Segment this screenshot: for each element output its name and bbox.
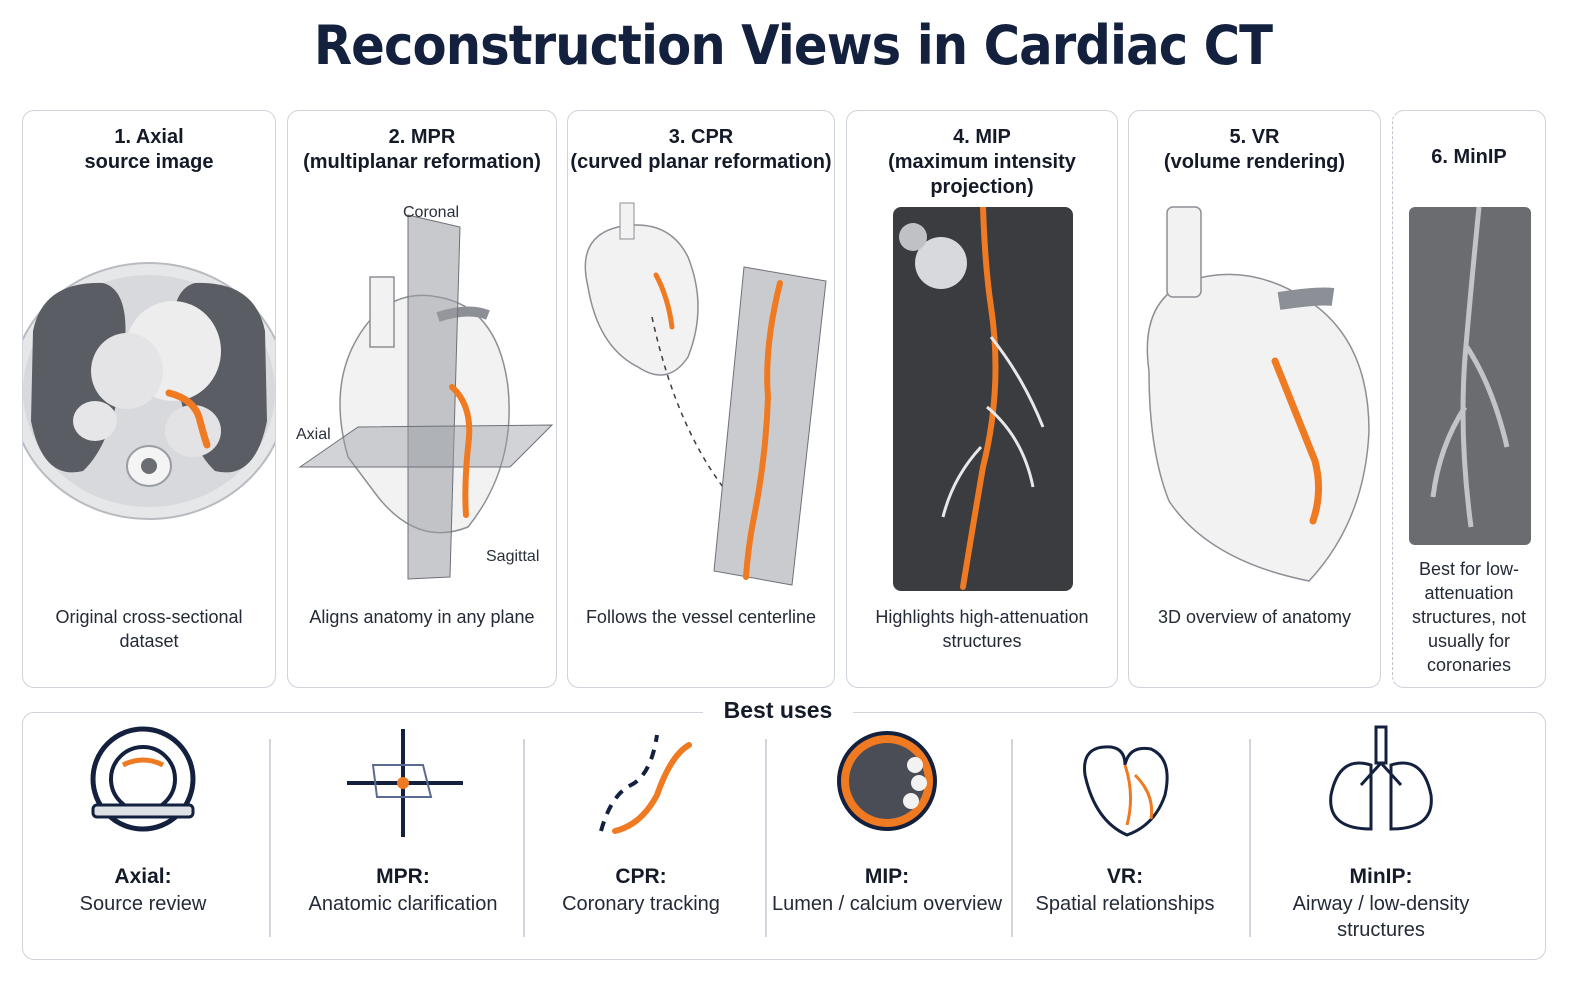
best-use-name: VR: bbox=[1106, 865, 1144, 888]
panel-title-line2: (multiplanar reformation) bbox=[303, 151, 541, 173]
panel-title: 6. MinIP bbox=[1393, 145, 1545, 170]
best-use-cpr: CPR: Coronary tracking bbox=[521, 725, 761, 955]
heart-icon bbox=[1083, 745, 1169, 837]
best-use-description: Anatomic clarification bbox=[308, 893, 498, 915]
panel-mip: 4. MIP (maximum intensity projection) Hi… bbox=[846, 110, 1118, 688]
best-use-description: Airway / low-density structures bbox=[1292, 893, 1470, 941]
panel-title: 2. MPR (multiplanar reformation) bbox=[288, 125, 556, 175]
panel-description: Aligns anatomy in any plane bbox=[309, 607, 535, 627]
panel-vr: 5. VR (volume rendering) 3D overview of … bbox=[1128, 110, 1381, 688]
best-use-description: Coronary tracking bbox=[562, 893, 720, 915]
panel-description: Highlights high-attenuation structures bbox=[875, 607, 1089, 651]
panel-title-line1: 1. Axial bbox=[114, 126, 184, 148]
panel-title-line2: (curved planar reformation) bbox=[570, 151, 832, 173]
vr-heart-illustration bbox=[1146, 206, 1370, 582]
crosshair-plane-icon bbox=[347, 729, 463, 837]
divider bbox=[269, 739, 271, 937]
panel-title-line1: 5. VR bbox=[1229, 126, 1280, 148]
best-use-description: Lumen / calcium overview bbox=[771, 893, 1003, 915]
best-uses-title: Best uses bbox=[703, 697, 853, 724]
panel-title: 5. VR (volume rendering) bbox=[1129, 125, 1380, 175]
best-use-description: Spatial relationships bbox=[1035, 893, 1215, 915]
best-use-axial: Axial: Source review bbox=[23, 725, 263, 955]
panel-title-line2: (maximum intensity projection) bbox=[888, 151, 1076, 198]
divider bbox=[1011, 739, 1013, 937]
mpr-label-sagittal: Sagittal bbox=[486, 548, 539, 565]
mpr-label-axial: Axial bbox=[296, 426, 331, 443]
panel-title-line1: 6. MinIP bbox=[1431, 146, 1507, 168]
best-use-description: Source review bbox=[79, 893, 207, 915]
panel-title: 4. MIP (maximum intensity projection) bbox=[847, 125, 1117, 200]
best-use-name: Axial: bbox=[114, 865, 172, 888]
panel-description: 3D overview of anatomy bbox=[1157, 607, 1352, 627]
best-use-name: MPR: bbox=[376, 865, 430, 888]
mpr-planes-illustration: Coronal Axial Sagittal bbox=[296, 204, 554, 580]
panel-title-line1: 2. MPR bbox=[388, 126, 456, 148]
cpr-illustration bbox=[584, 202, 827, 586]
panel-description: Original cross-sectional dataset bbox=[55, 607, 243, 651]
panel-title-line2: source image bbox=[84, 151, 214, 173]
panel-title-line2: (volume rendering) bbox=[1163, 151, 1346, 173]
divider bbox=[765, 739, 767, 937]
ct-scanner-icon bbox=[90, 726, 196, 832]
panel-mpr: 2. MPR (multiplanar reformation) Coronal… bbox=[287, 110, 557, 688]
best-use-mip: MIP: Lumen / calcium overview bbox=[767, 725, 1007, 955]
best-use-mpr: MPR: Anatomic clarification bbox=[283, 725, 523, 955]
calcified-lumen-icon bbox=[837, 731, 937, 831]
panel-title: 3. CPR (curved planar reformation) bbox=[568, 125, 834, 175]
divider bbox=[523, 739, 525, 937]
panel-title-line1: 3. CPR bbox=[668, 126, 734, 148]
divider bbox=[1249, 739, 1251, 937]
panel-title-line1: 4. MIP bbox=[953, 126, 1011, 148]
mpr-label-coronal: Coronal bbox=[403, 204, 459, 221]
panel-title: 1. Axial source image bbox=[23, 125, 275, 175]
best-use-name: MIP: bbox=[864, 865, 910, 888]
panel-description: Best for low-attenuation structures, not… bbox=[1411, 559, 1527, 675]
minip-image bbox=[1409, 207, 1531, 545]
best-uses-section: Best uses Axial: Source review MPR: Anat… bbox=[22, 697, 1546, 960]
panel-cpr: 3. CPR (curved planar reformation) Follo… bbox=[567, 110, 835, 688]
best-use-name: CPR: bbox=[615, 865, 667, 888]
best-use-minip: MinIP: Airway / low-density structures bbox=[1261, 725, 1501, 955]
best-use-name: MinIP: bbox=[1349, 865, 1413, 888]
panel-minip: 6. MinIP Best for low-attenuation struct… bbox=[1392, 110, 1546, 688]
panel-axial: 1. Axial source image Original cross-sec… bbox=[22, 110, 276, 688]
curved-vessel-icon bbox=[599, 734, 692, 834]
mip-image bbox=[893, 207, 1073, 591]
panel-description: Follows the vessel centerline bbox=[585, 607, 817, 627]
axial-ct-image bbox=[23, 262, 275, 520]
best-use-vr: VR: Spatial relationships bbox=[1005, 725, 1245, 955]
page-title: Reconstruction Views in Cardiac CT bbox=[313, 14, 1273, 77]
lungs-icon bbox=[1329, 725, 1433, 831]
